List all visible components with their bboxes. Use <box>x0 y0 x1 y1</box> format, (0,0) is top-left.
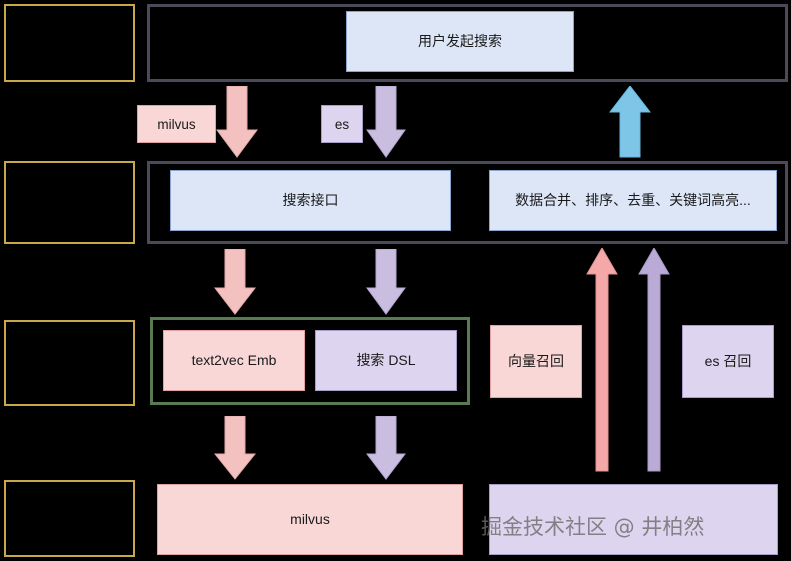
node-milvus-store: milvus <box>157 484 463 555</box>
row-label-1 <box>4 4 135 82</box>
arrow-es-recall-up <box>638 248 670 472</box>
node-vector-recall: 向量召回 <box>490 325 582 398</box>
node-text2vec: text2vec Emb <box>163 330 305 391</box>
arrow-dsl-down <box>366 249 406 315</box>
arrow-milvus-down-1 <box>216 86 258 158</box>
tag-es-label: es <box>334 116 350 132</box>
node-milvus-store-label: milvus <box>290 511 330 528</box>
watermark: 掘金技术社区 @ 井柏然 <box>481 515 705 539</box>
node-text2vec-label: text2vec Emb <box>191 352 277 369</box>
node-search-dsl: 搜索 DSL <box>315 330 457 391</box>
node-es-recall-label: es 召回 <box>704 353 752 370</box>
node-user-search: 用户发起搜索 <box>346 11 574 72</box>
row-label-3 <box>4 320 135 406</box>
arrow-merge-to-user-up <box>608 86 652 158</box>
node-es-recall: es 召回 <box>682 325 774 398</box>
row-label-4 <box>4 480 135 557</box>
node-vector-recall-label: 向量召回 <box>508 353 564 370</box>
node-search-api-label: 搜索接口 <box>282 192 339 209</box>
tag-milvus: milvus <box>137 105 216 143</box>
node-merge-sort-label: 数据合并、排序、去重、关键词高亮... <box>515 192 751 209</box>
arrow-dsl-to-es <box>366 416 406 480</box>
node-merge-sort: 数据合并、排序、去重、关键词高亮... <box>489 170 777 231</box>
tag-milvus-label: milvus <box>157 116 196 132</box>
node-es-store <box>489 484 778 555</box>
arrow-emb-to-milvus <box>214 416 256 480</box>
node-search-api: 搜索接口 <box>170 170 451 231</box>
arrow-text2vec-down <box>214 249 256 315</box>
arrow-es-down-1 <box>366 86 406 158</box>
node-search-dsl-label: 搜索 DSL <box>356 352 416 369</box>
node-user-search-label: 用户发起搜索 <box>418 33 502 50</box>
tag-es: es <box>321 105 363 143</box>
arrow-vector-recall-up <box>586 248 618 472</box>
row-label-2 <box>4 161 135 244</box>
